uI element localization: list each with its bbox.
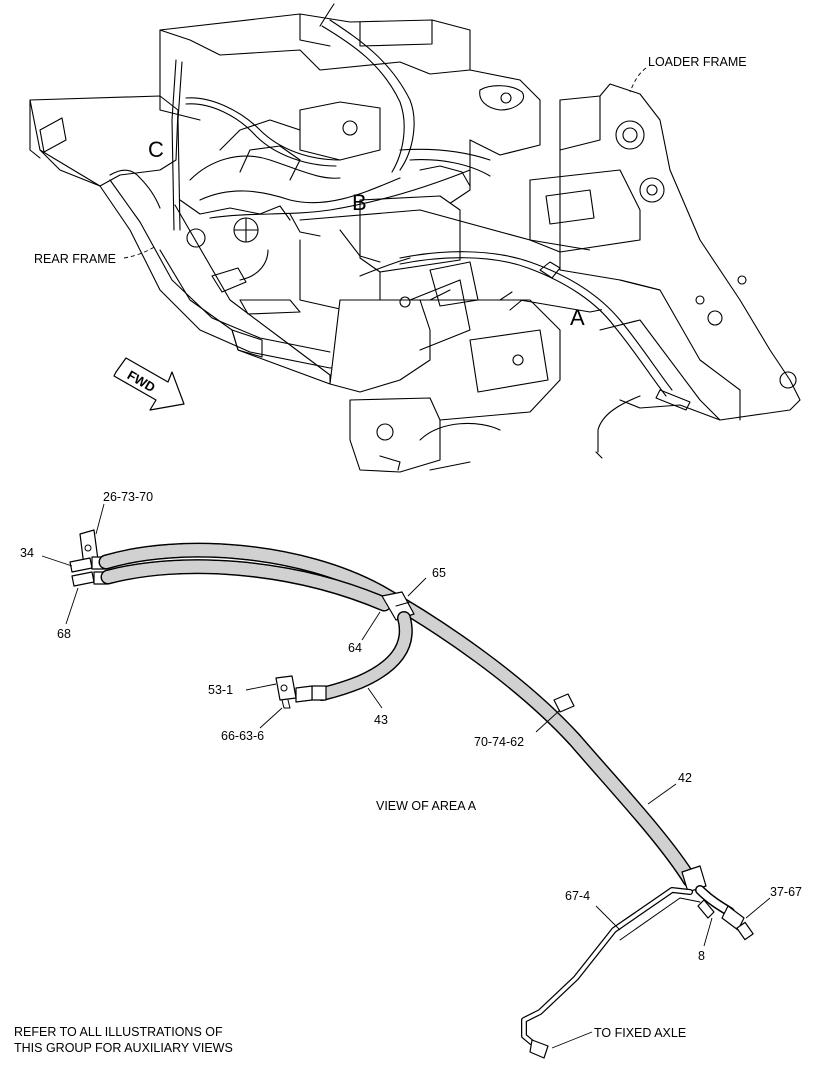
callout-65: 65 <box>432 566 446 580</box>
callout-to-fixed-axle: TO FIXED AXLE <box>594 1026 686 1040</box>
callout-53-1: 53-1 <box>208 683 233 697</box>
auxiliary-views-note: REFER TO ALL ILLUSTRATIONS OF THIS GROUP… <box>14 1024 233 1056</box>
fwd-arrow-icon: FWD <box>113 357 185 411</box>
note-line-2: THIS GROUP FOR AUXILIARY VIEWS <box>14 1041 233 1055</box>
callout-68: 68 <box>57 627 71 641</box>
rear-frame-label: REAR FRAME <box>34 252 116 266</box>
callout-70-74-62: 70-74-62 <box>474 735 524 749</box>
callout-leaders <box>41 503 771 1049</box>
area-label-c: C <box>148 137 164 162</box>
area-label-b: B <box>352 190 367 215</box>
callout-64: 64 <box>348 641 362 655</box>
callout-8: 8 <box>698 949 705 963</box>
machine-frame-drawing <box>29 3 801 473</box>
loader-frame-label: LOADER FRAME <box>648 55 747 69</box>
frame-leaders <box>123 67 647 259</box>
callout-67-4: 67-4 <box>565 889 590 903</box>
callout-42: 42 <box>678 771 692 785</box>
view-title: VIEW OF AREA A <box>376 799 477 813</box>
area-label-a: A <box>570 305 585 330</box>
callout-66-63-6: 66-63-6 <box>221 729 264 743</box>
callout-43: 43 <box>374 713 388 727</box>
note-line-1: REFER TO ALL ILLUSTRATIONS OF <box>14 1025 223 1039</box>
callout-37-67: 37-67 <box>770 885 802 899</box>
callout-26-73-70: 26-73-70 <box>103 490 153 504</box>
callout-34: 34 <box>20 546 34 560</box>
hose-assembly-drawing <box>69 529 754 1059</box>
